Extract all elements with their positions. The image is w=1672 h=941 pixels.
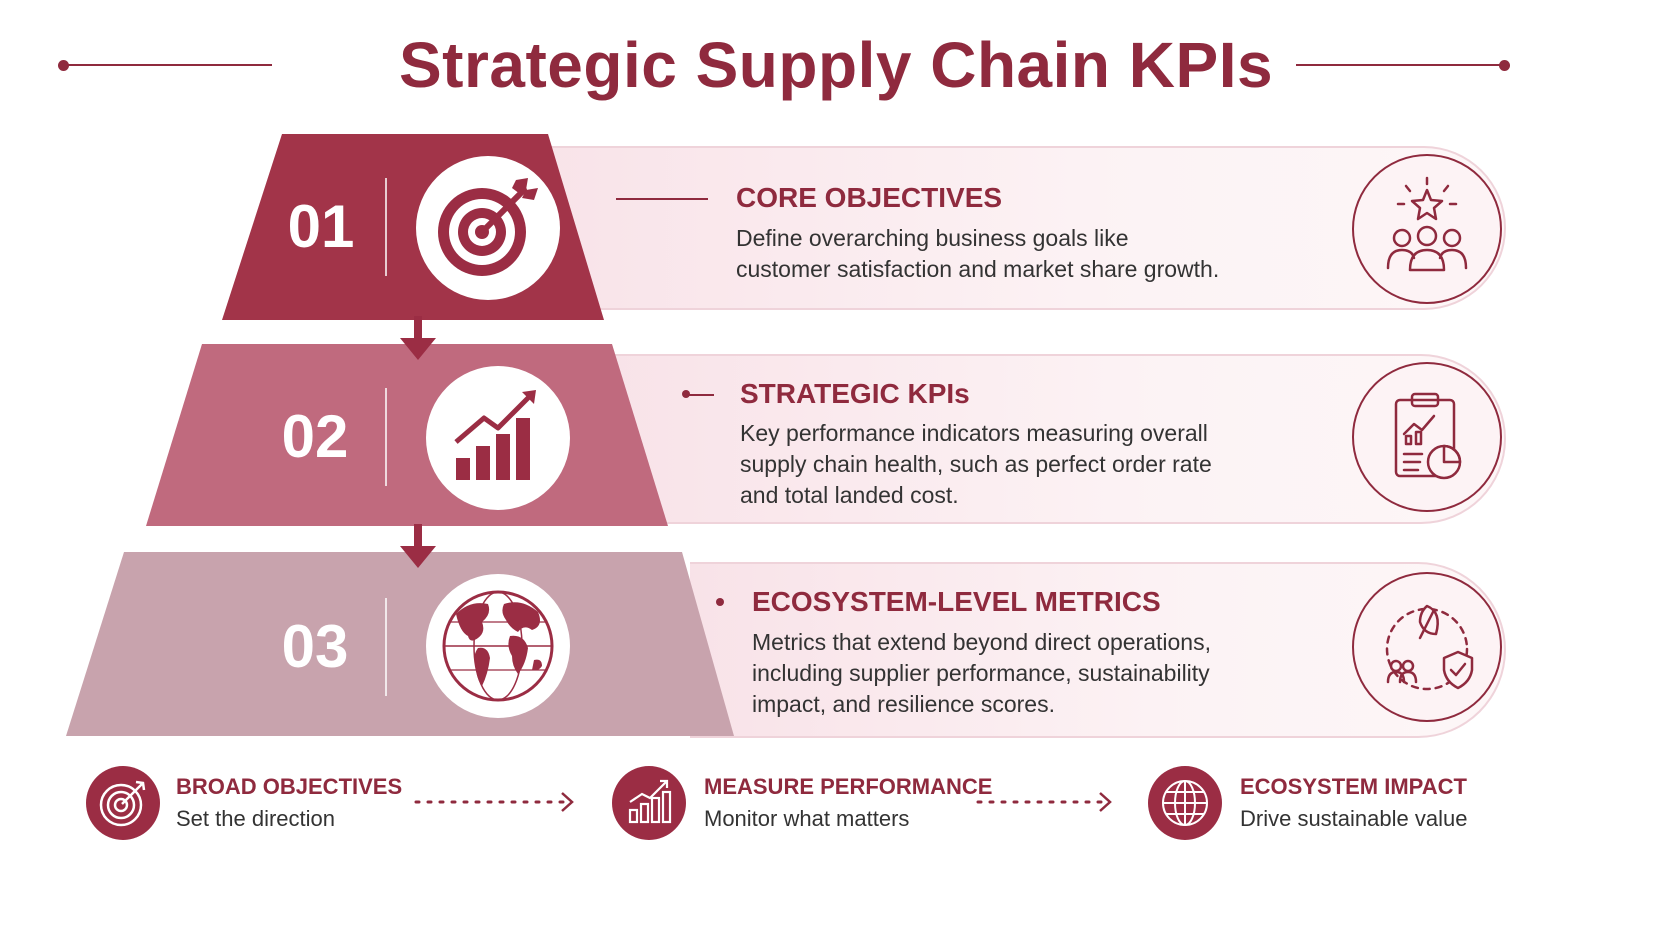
title-rule-left [64,64,272,66]
footer-3-title: ECOSYSTEM IMPACT [1240,774,1467,799]
title-rule-left-dot [58,60,69,71]
tier-1-description: Define overarching business goals like c… [736,225,1220,282]
tier-1-number: 01 [287,193,355,260]
tier-3-description: Metrics that extend beyond direct operat… [752,629,1211,717]
tier-3-title: ECOSYSTEM-LEVEL METRICS [752,586,1161,617]
tier-3-pointer-dot [716,598,724,606]
footer-2-title: MEASURE PERFORMANCE [704,774,993,799]
dotted-arrow-icon [414,792,574,812]
pyramid-tier-2 [146,344,668,526]
tier-2-separator [385,388,387,486]
tier-1-title: CORE OBJECTIVES [736,182,1003,213]
footer-1-subtitle: Set the direction [176,806,335,831]
bar-chart-growth-icon [426,366,570,510]
globe-icon [426,574,570,718]
team-star-icon [1352,154,1502,304]
tier-1-card [520,146,1506,310]
tier-2-pointer [688,394,714,396]
tier-3-number: 03 [281,613,349,680]
page-title: Strategic Supply Chain KPIs [398,29,1274,101]
pyramid-tier-3 [66,552,734,736]
title-rule-right [1296,64,1504,66]
tier-2-number: 02 [281,403,349,470]
footer-2-subtitle: Monitor what matters [704,806,910,831]
tier-3-separator [385,598,387,696]
title-rule-right-dot [1499,60,1510,71]
footer-globe-icon [1148,766,1222,840]
tier-2-title: STRATEGIC KPIs [740,378,970,409]
tier-1-pointer [616,198,708,200]
footer-bar-chart-icon [612,766,686,840]
footer-1-title: BROAD OBJECTIVES [176,774,403,799]
down-arrow-icon [400,316,436,360]
clipboard-chart-icon [1352,362,1502,512]
footer-target-icon [86,766,160,840]
leaf-shield-cycle-icon [1352,572,1502,722]
dotted-arrow-icon [976,792,1112,812]
target-icon [416,156,560,300]
tier-2-pointer-dot [682,390,690,398]
down-arrow-icon [400,524,436,568]
footer-3-subtitle: Drive sustainable value [1240,806,1468,831]
tier-2-description: Key performance indicators measuring ove… [740,420,1212,508]
tier-1-separator [385,178,387,276]
